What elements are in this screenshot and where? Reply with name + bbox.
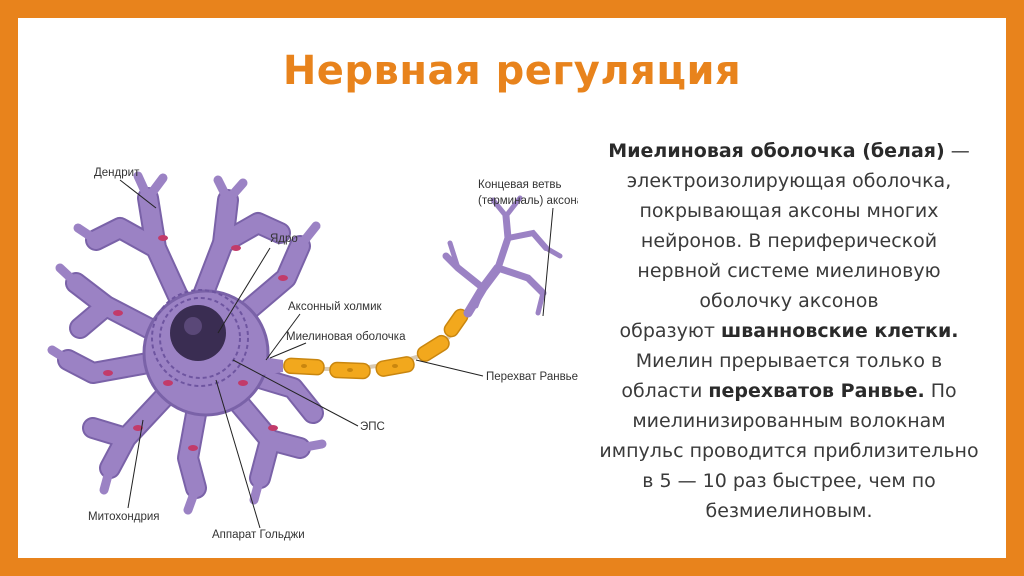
schwann-term: шванновские клетки.: [721, 320, 959, 342]
nucleolus: [184, 317, 202, 335]
desc-line-5: нервной системе миелиновую: [637, 260, 941, 282]
desc-line-1: Миелиновая оболочка (белая) —: [608, 140, 970, 162]
schwann-nucleus: [392, 364, 398, 368]
desc-line-6: оболочку аксонов: [699, 290, 879, 312]
label-axon-hillock: Аксонный холмик: [288, 301, 382, 313]
schwann-nucleus: [301, 364, 307, 368]
mitochondria-group: [103, 235, 288, 451]
axon: [282, 308, 470, 380]
pointer-lines: [119, 179, 554, 529]
label-nucleus: Ядро: [270, 233, 298, 245]
mitochondrion: [163, 380, 173, 386]
mitochondrion: [113, 310, 123, 316]
label-mitochondria: Митохондрия: [88, 511, 160, 523]
label-terminal-line2: (терминаль) аксона: [478, 195, 578, 207]
label-dendrite: Дендрит: [94, 167, 140, 179]
desc-line-7: образуют шванновские клетки.: [619, 320, 959, 342]
desc-line-8: Миелин прерывается только в: [635, 350, 943, 372]
myelin-segment: [416, 334, 450, 362]
dendrites: [47, 171, 327, 515]
mitochondrion: [103, 370, 113, 376]
mitochondrion: [278, 275, 288, 281]
ranvier-term: перехватов Ранвье.: [708, 380, 925, 402]
mitochondrion: [158, 235, 168, 241]
schwann-nucleus: [347, 368, 353, 372]
description-text: Миелиновая оболочка (белая) — электроизо…: [578, 136, 1000, 526]
desc-line-4: нейронов. В периферической: [640, 230, 938, 252]
slide-title: Нервная регуляция: [282, 48, 742, 94]
desc-line-11: импульс проводится приблизительно: [599, 440, 979, 462]
axon-hillock: [256, 356, 283, 376]
desc-line-3: покрывающая аксоны многих: [639, 200, 939, 222]
desc-line-2: электроизолирующая оболочка,: [626, 170, 952, 192]
mitochondrion: [238, 380, 248, 386]
er-ring-inner: [159, 297, 241, 379]
mitochondrion: [231, 245, 241, 251]
mitochondrion: [188, 445, 198, 451]
er-ring: [151, 289, 249, 387]
desc-line-13: безмиелиновым.: [705, 500, 873, 522]
label-golgi: Аппарат Гольджи: [212, 529, 305, 541]
label-node-ranvier: Перехват Ранвье: [486, 371, 578, 383]
label-myelin-sheath: Миелиновая оболочка: [286, 331, 406, 343]
desc-line-12: в 5 — 10 раз быстрее, чем по: [642, 470, 936, 492]
myelin-term: Миелиновая оболочка (белая): [608, 140, 945, 162]
label-terminal-line1: Концевая ветвь: [478, 179, 561, 191]
mitochondrion: [268, 425, 278, 431]
mitochondrion: [133, 425, 143, 431]
neuron-diagram: Дендрит Ядро Аксонный холмик Миелиновая …: [47, 167, 578, 541]
axon-terminal: [442, 195, 563, 318]
desc-line-10: миелинизированным волокнам: [632, 410, 946, 432]
slide: Нервная регуляция Миелиновая оболочка (б…: [18, 18, 1006, 558]
desc-line-9: области перехватов Ранвье. По: [621, 380, 957, 402]
label-eps: ЭПС: [360, 421, 385, 433]
